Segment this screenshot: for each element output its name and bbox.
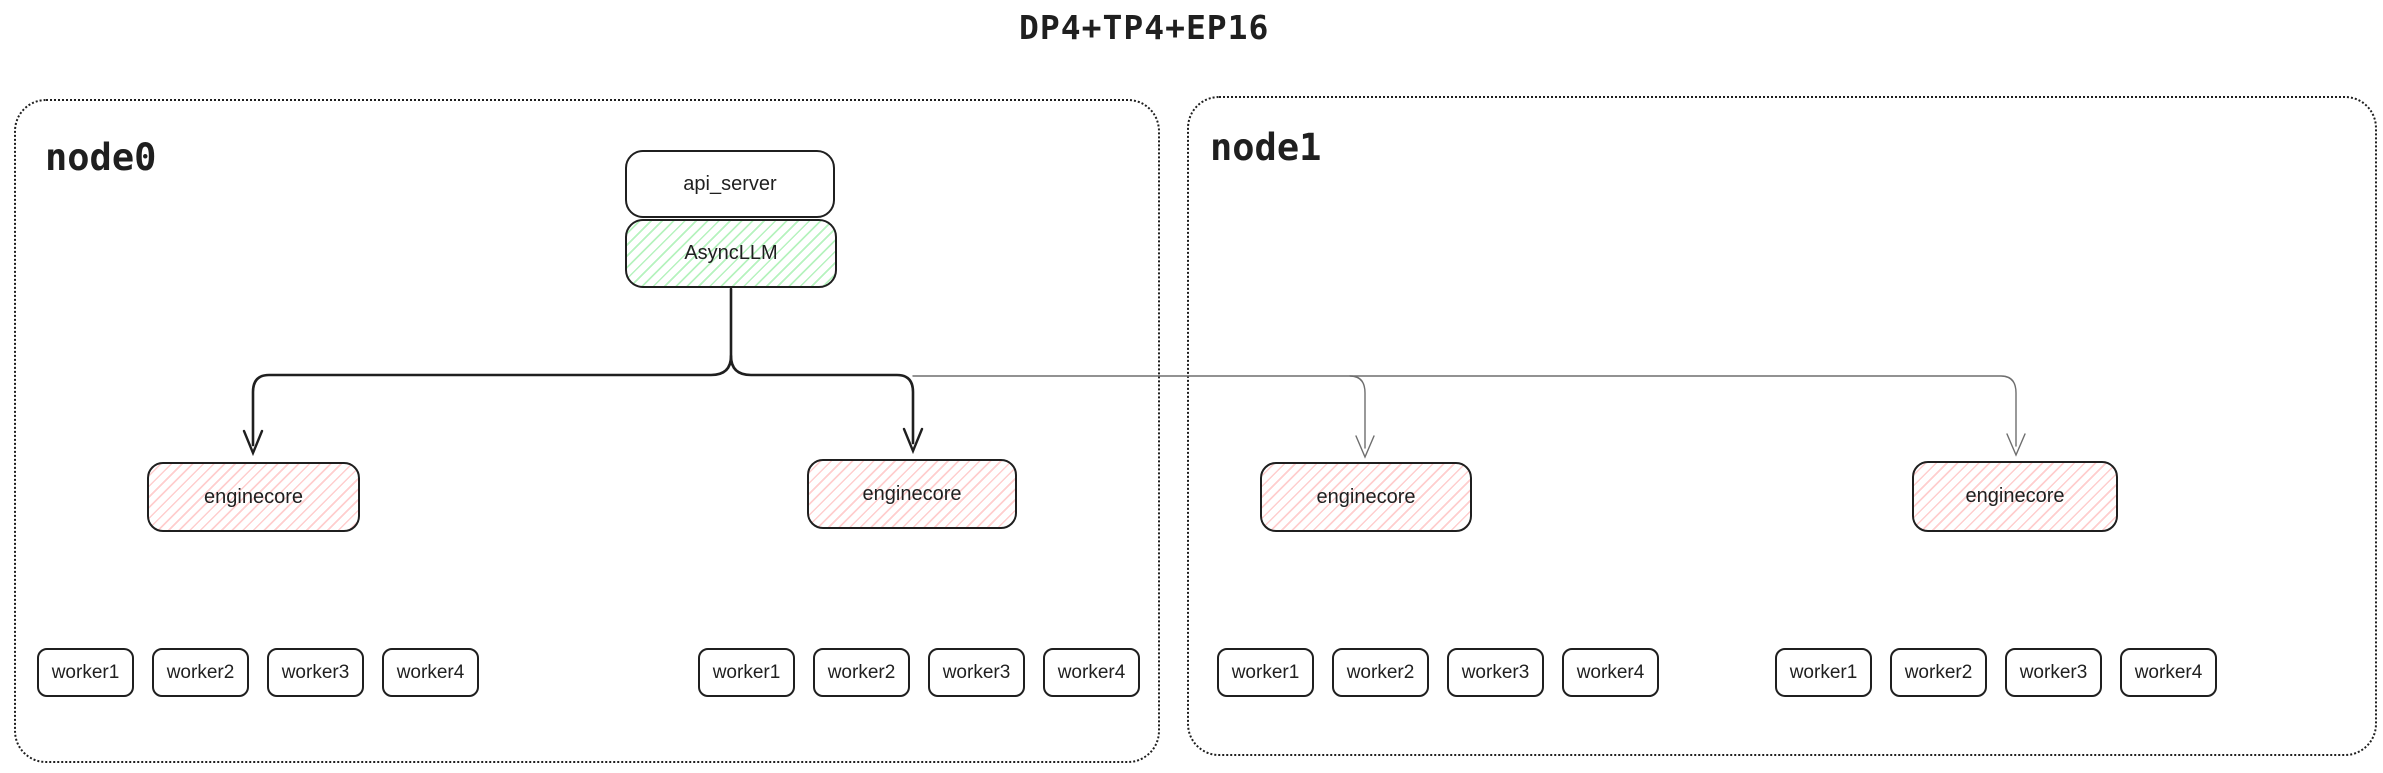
worker-box: worker4 <box>382 648 479 697</box>
node1-container <box>1187 96 2377 756</box>
worker-box: worker2 <box>813 648 910 697</box>
arrowhead-enginecore3 <box>1355 435 1375 459</box>
worker-label: worker4 <box>1576 661 1645 683</box>
arrowhead-enginecore2 <box>902 427 924 455</box>
worker-label: worker2 <box>827 661 896 683</box>
worker-group-1: worker1 worker2 worker3 worker4 <box>37 648 479 697</box>
worker-label: worker3 <box>2019 661 2088 683</box>
worker-label: worker3 <box>281 661 350 683</box>
worker-label: worker4 <box>1057 661 1126 683</box>
api-server-label: api_server <box>683 172 777 195</box>
worker-label: worker2 <box>166 661 235 683</box>
worker-label: worker4 <box>396 661 465 683</box>
worker-label: worker1 <box>1789 661 1858 683</box>
enginecore-label: enginecore <box>1316 485 1416 508</box>
node0-label: node0 <box>45 136 157 179</box>
worker-label: worker1 <box>712 661 781 683</box>
worker-label: worker1 <box>51 661 120 683</box>
worker-label: worker2 <box>1904 661 1973 683</box>
worker-label: worker1 <box>1231 661 1300 683</box>
worker-group-4: worker1 worker2 worker3 worker4 <box>1775 648 2217 697</box>
enginecore-box-2: enginecore <box>807 459 1017 529</box>
node0-container <box>14 99 1160 763</box>
worker-label: worker3 <box>1461 661 1530 683</box>
worker-box: worker1 <box>1775 648 1872 697</box>
worker-box: worker4 <box>1562 648 1659 697</box>
worker-group-2: worker1 worker2 worker3 worker4 <box>698 648 1140 697</box>
arrowhead-enginecore1 <box>242 429 264 457</box>
edge-asyncllm-to-enginecore3 <box>1349 375 1366 449</box>
worker-box: worker3 <box>267 648 364 697</box>
enginecore-box-4: enginecore <box>1912 461 2118 532</box>
enginecore-label: enginecore <box>1965 485 2065 507</box>
page-title: DP4+TP4+EP16 <box>1019 8 1270 47</box>
api-server-box: api_server <box>625 150 835 218</box>
worker-group-3: worker1 worker2 worker3 worker4 <box>1217 648 1659 697</box>
worker-box: worker4 <box>1043 648 1140 697</box>
enginecore-label: enginecore <box>204 485 303 508</box>
asyncllm-box: AsyncLLM <box>625 219 837 288</box>
worker-box: worker2 <box>1332 648 1429 697</box>
worker-label: worker4 <box>2134 661 2203 683</box>
enginecore-box-3: enginecore <box>1260 462 1472 532</box>
worker-box: worker1 <box>1217 648 1314 697</box>
edge-asyncllm-to-enginecore1 <box>251 287 733 447</box>
worker-label: worker3 <box>942 661 1011 683</box>
edge-asyncllm-to-enginecore4 <box>912 375 2017 447</box>
enginecore-label: enginecore <box>862 482 962 505</box>
enginecore-box-1: enginecore <box>147 462 360 532</box>
worker-label: worker2 <box>1346 661 1415 683</box>
worker-box: worker3 <box>1447 648 1544 697</box>
worker-box: worker1 <box>37 648 134 697</box>
worker-box: worker3 <box>928 648 1025 697</box>
worker-box: worker3 <box>2005 648 2102 697</box>
worker-box: worker4 <box>2120 648 2217 697</box>
node1-label: node1 <box>1210 126 1322 169</box>
worker-box: worker1 <box>698 648 795 697</box>
asyncllm-label: AsyncLLM <box>684 242 778 264</box>
worker-box: worker2 <box>152 648 249 697</box>
worker-box: worker2 <box>1890 648 1987 697</box>
arrowhead-enginecore4 <box>2006 433 2026 457</box>
edge-asyncllm-to-enginecore2 <box>729 354 915 445</box>
